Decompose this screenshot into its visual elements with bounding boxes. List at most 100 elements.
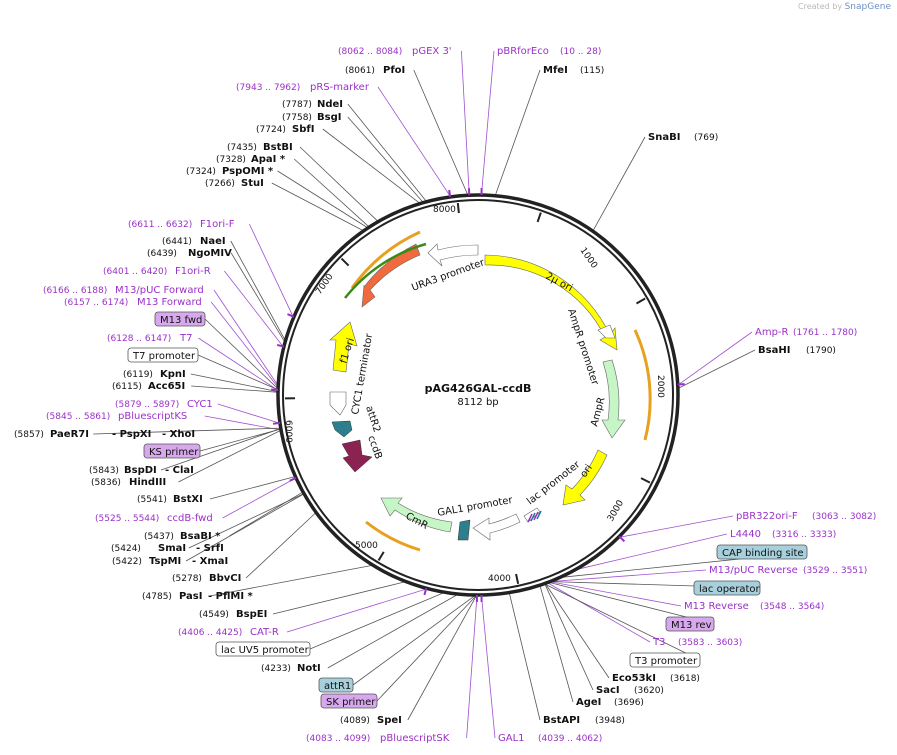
feature-label-cmr: CmR [404, 511, 430, 532]
leader-line [466, 595, 478, 739]
site-position: (7324) [186, 167, 216, 177]
leader-line [299, 146, 378, 222]
feature-ura3-promoter[interactable] [427, 243, 479, 267]
leader-line [277, 170, 368, 228]
site-position: (115) [580, 66, 604, 76]
site-position: (4406 .. 4425) [178, 628, 242, 638]
leader-line [271, 182, 363, 231]
leader-line [553, 569, 707, 582]
feature-ampr-promoter-arrow[interactable] [597, 324, 616, 339]
site-position: (3583 .. 3603) [678, 638, 742, 648]
leader-line [197, 354, 278, 390]
site-position: (7328) [216, 155, 246, 165]
leader-line [199, 428, 281, 452]
leader-line [178, 430, 281, 483]
site-position: (7758) [282, 113, 312, 123]
leader-line [539, 586, 574, 703]
site-name: TspMI [149, 556, 181, 567]
leader-line [545, 584, 610, 679]
ks-primer-label-box [143, 443, 201, 459]
site-name: NdeI [317, 99, 343, 110]
tick-label: 4000 [488, 574, 511, 584]
feature-ori[interactable] [562, 449, 608, 506]
feature-gal1-promoter[interactable] [472, 513, 521, 541]
site-position: (7724) [256, 125, 286, 135]
site-name: Amp-R [755, 327, 789, 338]
site-name: M13 Reverse [684, 601, 749, 612]
feature-f1-ori[interactable] [329, 321, 358, 373]
site-name: pBluescriptSK [380, 733, 450, 744]
leader-line [272, 581, 405, 615]
tick-label: 6000 [283, 420, 293, 443]
feature-cmr[interactable] [380, 497, 453, 533]
snapgene-watermark: Created by SnapGene [798, 2, 891, 12]
leader-line [286, 588, 427, 633]
site-name: SbfI [292, 124, 314, 135]
lac-uv5-promoter-label: lac UV5 promoter [221, 645, 310, 656]
plasmid-name: pAG426GAL-ccdB [425, 382, 532, 395]
site-position: (5541) [137, 495, 167, 505]
feature-attr2[interactable] [331, 420, 353, 438]
site-position: (5437) [144, 532, 174, 542]
attr1-label: attR1 [324, 681, 351, 692]
primer-ring-marker [448, 189, 452, 198]
site-name: M13/pUC Forward [115, 285, 204, 296]
site-name: - SrfI [196, 543, 224, 554]
site-position: (6157 .. 6174) [64, 298, 128, 308]
site-position: (3620) [634, 686, 664, 696]
feature-ccdb[interactable] [341, 439, 373, 473]
leader-line [376, 595, 477, 702]
site-name: HindIII [129, 477, 166, 488]
ks-primer-label: KS primer [149, 447, 199, 458]
site-name: pBR322ori-F [736, 511, 798, 522]
tick-label: 8000 [433, 205, 456, 215]
site-name: - XhoI [162, 429, 195, 440]
site-name: - XmaI [192, 556, 228, 567]
site-position: (3529 .. 3551) [803, 566, 867, 576]
site-position: (3618) [670, 674, 700, 684]
leader-line [347, 103, 427, 202]
tick-mark [635, 297, 646, 305]
m13-fwd-label: M13 fwd [160, 315, 202, 326]
site-name: - PflMI * [208, 591, 254, 602]
feature-label-attr2: attR2 [363, 405, 382, 434]
leader-line [198, 337, 278, 391]
feature-ampr[interactable] [601, 359, 626, 439]
sk-primer-label: SK primer [326, 697, 376, 708]
site-position: (6115) [112, 382, 142, 392]
tick-label: 3000 [606, 498, 626, 523]
leader-line [93, 427, 280, 435]
site-position: (7787) [282, 100, 312, 110]
site-position: (5879 .. 5897) [115, 400, 179, 410]
tick-mark [456, 202, 460, 214]
leader-line [213, 289, 278, 385]
leader-line [230, 240, 286, 340]
site-name: StuI [241, 178, 264, 189]
primer-ring-marker [287, 313, 295, 318]
site-position: (1790) [806, 346, 836, 356]
backbone-outer [276, 193, 680, 597]
feature-2u-ori[interactable] [484, 254, 618, 351]
feature-attr1-marker[interactable] [457, 519, 471, 541]
leader-line [160, 428, 281, 471]
watermark-prefix: Created by [798, 2, 843, 11]
site-name: F1ori-R [175, 266, 211, 277]
leader-line [224, 270, 284, 347]
site-labels: (8062 .. 8084)pGEX 3'(8061)PfoI(7943 .. … [14, 46, 876, 744]
leader-line [461, 50, 470, 195]
site-position: (4083 .. 4099) [306, 734, 370, 744]
ring-markers [271, 188, 685, 603]
site-position: (6401 .. 6420) [103, 267, 167, 277]
leader-line [377, 86, 451, 197]
leader-line [230, 252, 285, 342]
site-name: SnaBI [648, 132, 680, 143]
site-position: (5525 .. 5544) [95, 514, 159, 524]
leader-line [545, 583, 701, 661]
leader-line [210, 301, 278, 387]
site-name: pBRforEco [497, 46, 549, 57]
site-position: (3696) [614, 698, 644, 708]
primer-ring-marker [423, 587, 428, 596]
t7-promoter-label-box [127, 347, 199, 363]
feature-cyc1-terminator[interactable] [329, 391, 347, 416]
